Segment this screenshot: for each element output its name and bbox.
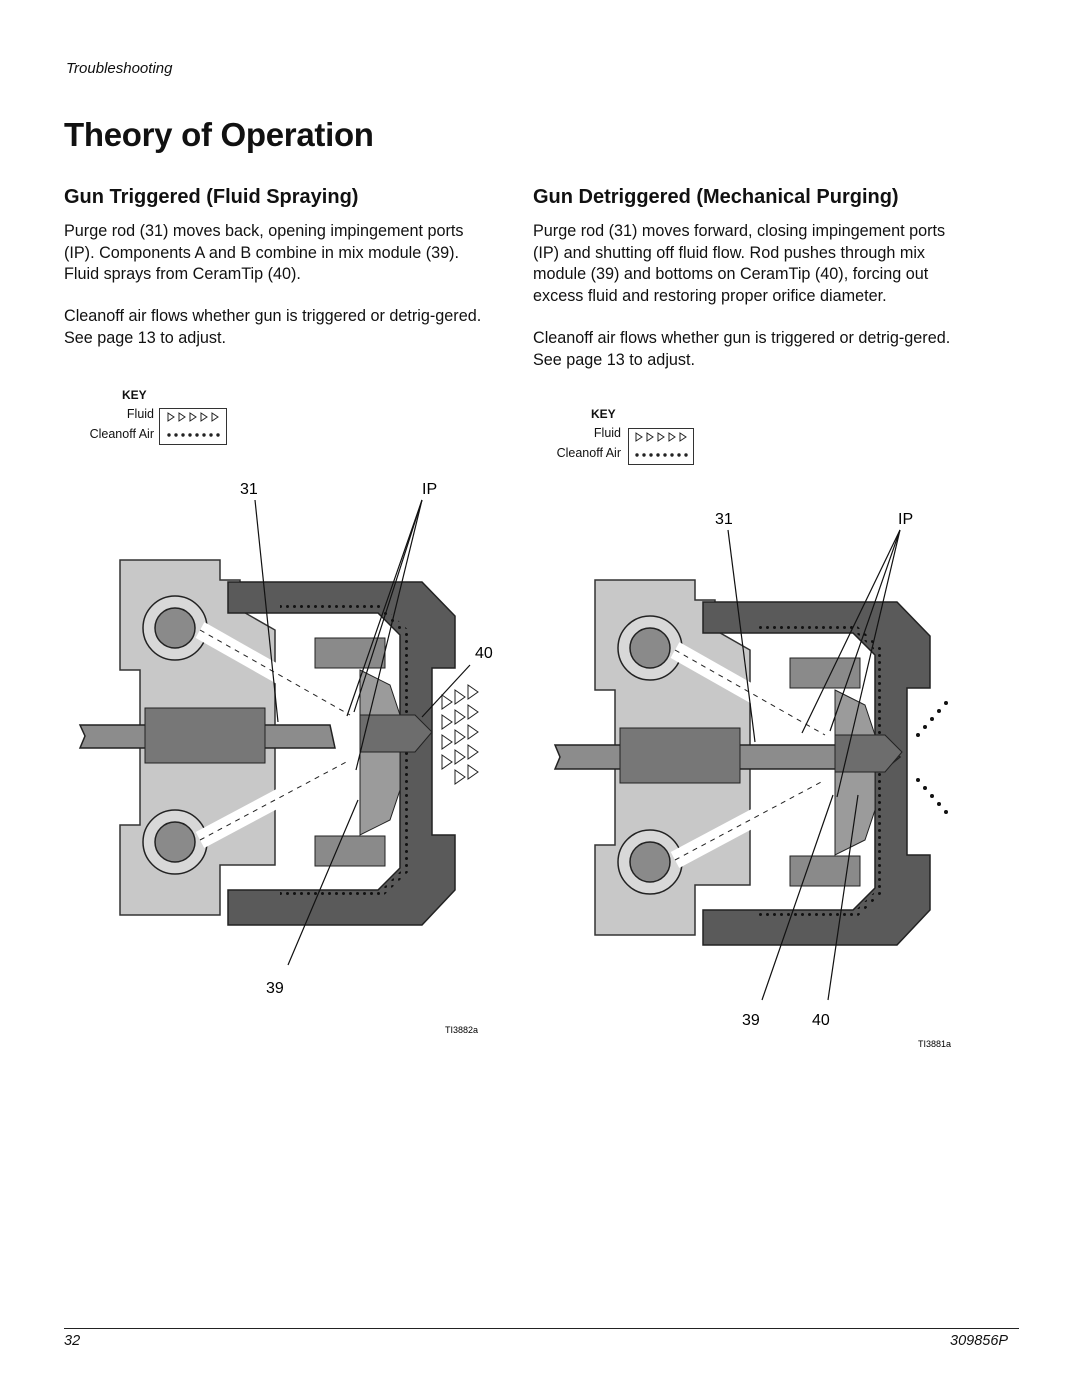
figure-gun-detriggered: 31 IP 39 40 TI3881a [553,511,951,1049]
spray-pattern [441,684,479,785]
page-number: 32 [64,1333,81,1349]
left-heading: Gun Triggered (Fluid Spraying) [64,186,359,208]
right-heading: Gun Detriggered (Mechanical Purging) [533,186,899,208]
key-swatch-symbols [635,432,688,457]
ceramtip [359,714,433,753]
key-fluid-label: Fluid [126,407,154,421]
figure-id: TI3882a [445,1025,478,1035]
section-label: Troubleshooting [66,60,173,77]
key-swatch-symbols [167,412,220,437]
air-cap [227,581,456,926]
retaining-ring [789,657,861,689]
callout-31: 31 [715,511,733,528]
retaining-ring [314,835,386,867]
footer-rule [64,1328,1019,1329]
rod-seal [619,727,741,784]
right-paragraph-1: Purge rod (31) moves forward, closing im… [533,222,946,305]
fluid-port-b [142,809,208,875]
callout-lines [727,529,901,1001]
key-swatch-box [159,408,227,445]
fluid-port-a [142,595,208,661]
callout-39: 39 [742,1012,760,1029]
callout-40: 40 [812,1012,830,1029]
fluid-port-b [617,829,683,895]
key-title: KEY [122,388,147,402]
left-paragraph-2: Cleanoff air flows whether gun is trigge… [64,307,482,347]
callout-ip: IP [898,511,913,528]
callout-39: 39 [266,980,284,997]
air-spray-dots [916,701,948,814]
rod-seal [144,707,266,764]
ceramtip [834,734,903,773]
fluid-port-a [617,615,683,681]
callout-31: 31 [240,481,258,498]
document-number: 309856P [950,1333,1009,1349]
callout-lines [254,499,471,966]
figure-gun-triggered: 31 IP 40 39 TI3882a [78,481,493,1035]
key-title: KEY [591,407,616,421]
right-paragraph-2: Cleanoff air flows whether gun is trigge… [533,329,951,369]
figure-id: TI3881a [918,1039,951,1049]
key-air-label: Cleanoff Air [89,427,154,441]
key-swatch-box [628,428,694,465]
retaining-ring [314,637,386,669]
key-fluid-label: Fluid [593,426,621,440]
retaining-ring [789,855,861,887]
callout-40: 40 [475,645,493,662]
key-air-label: Cleanoff Air [556,446,621,460]
left-paragraph-1: Purge rod (31) moves back, opening impin… [64,222,464,283]
page-title: Theory of Operation [64,116,374,153]
callout-ip: IP [422,481,437,498]
air-cap [702,601,931,946]
